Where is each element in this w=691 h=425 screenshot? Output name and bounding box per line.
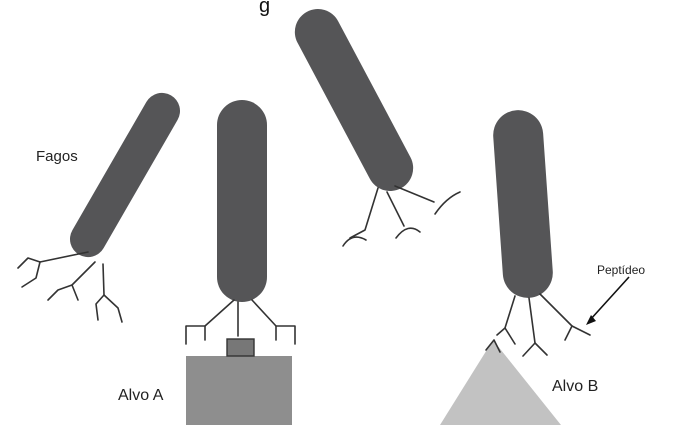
peptide-arrow [586,277,629,325]
target-b [440,340,561,425]
header-text-fragment: g [259,0,270,17]
phage-2-tail-fibers [186,300,295,344]
phage-3 [287,1,460,246]
target-a-label: Alvo A [118,387,164,404]
phage-2-capsid [217,100,267,302]
target-a [186,339,292,425]
peptide-label: Peptídeo [597,263,645,277]
phage-4-tail-fibers [497,294,590,356]
phage-3-capsid [287,1,422,199]
phage-4-capsid [492,108,555,299]
bound-peptide-cube [227,339,254,356]
phages-label: Fagos [36,148,78,165]
phage-1 [18,86,187,322]
phage-4 [492,108,590,356]
target-a-block [186,356,292,425]
target-b-pyramid [440,340,561,425]
target-b-label: Alvo B [552,378,598,395]
phage-3-tail-fibers [343,186,460,246]
phage-1-tail-fibers [18,252,122,322]
phage-2 [186,100,295,344]
phage-1-capsid [63,86,186,263]
